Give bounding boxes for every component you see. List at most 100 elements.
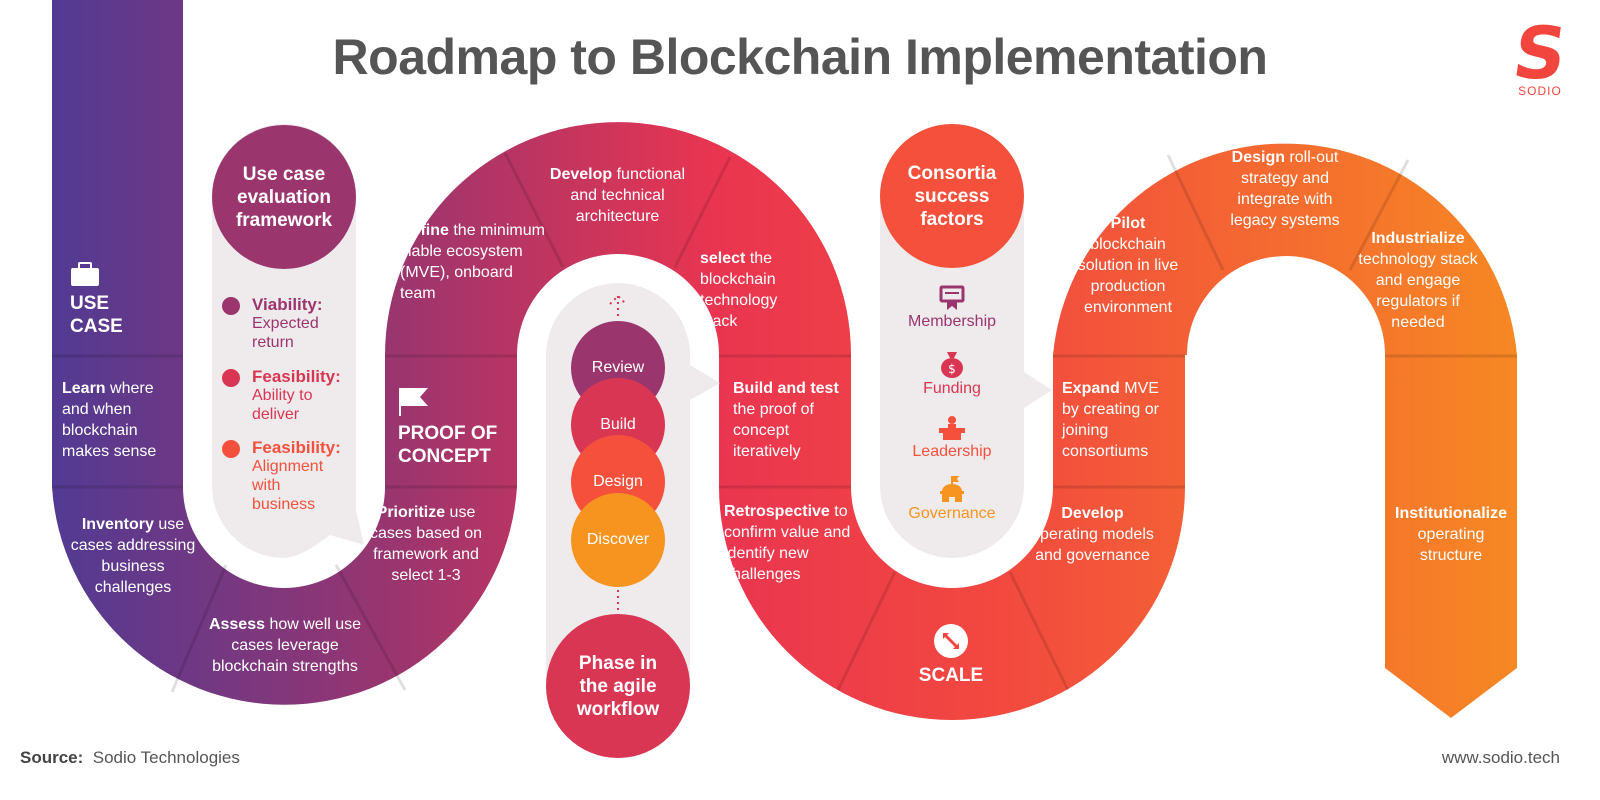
criterion-label: Feasibility:	[252, 367, 341, 386]
step-expand: Expand MVE by creating or joining consor…	[1062, 378, 1180, 462]
step-develop-architecture: Develop functional and technical archite…	[540, 164, 695, 227]
step-verb: Pilot	[1110, 215, 1146, 232]
step-text: operating structure	[1417, 526, 1485, 564]
step-text: technology stack and engage regulators i…	[1358, 251, 1478, 331]
step-verb: select	[700, 250, 746, 267]
factor-label: Membership	[907, 313, 997, 330]
flag-icon	[399, 388, 428, 416]
logo-letter: S	[1508, 11, 1572, 95]
factor-governance: Governance	[882, 475, 1022, 523]
step-design-rollout: Design roll-out strategy and integrate w…	[1222, 147, 1348, 231]
briefcase-icon	[71, 262, 99, 286]
criterion-viability: Viability:Expected return	[222, 295, 347, 352]
factor-leadership: Leadership	[882, 415, 1022, 461]
step-text: MVE by creating or joining consortiums	[1062, 380, 1159, 460]
step-text: blockchain solution in live production e…	[1077, 236, 1179, 316]
step-retrospective: Retrospective to confirm value and ident…	[724, 501, 864, 585]
criterion-feasibility-alignment: Feasibility:Alignment with business	[222, 438, 347, 514]
sodio-logo: S SODIO	[1505, 11, 1575, 98]
money-bag-icon: $	[941, 352, 963, 378]
logo-name: SODIO	[1518, 84, 1562, 98]
stage-label: CONCEPT	[398, 446, 491, 467]
step-text: use cases based on framework and select …	[369, 504, 483, 584]
factor-label: Funding	[923, 380, 981, 397]
step-institutionalize: Institutionalize operating structure	[1388, 503, 1514, 566]
evaluation-heading-text: Use case evaluation framework	[235, 163, 333, 231]
agile-heading-text: Phase in the agile workflow	[576, 652, 660, 720]
factor-label: Governance	[908, 505, 996, 522]
page-title: Roadmap to Blockchain Implementation	[332, 29, 1268, 85]
step-verb: Design	[1231, 149, 1285, 166]
step-learn: Learn where and when blockchain makes se…	[62, 378, 177, 462]
factor-funding: $ Funding	[882, 350, 1022, 398]
step-text: operating models and governance	[1031, 526, 1154, 564]
stage-label: CASE	[70, 316, 123, 337]
criterion-desc: Ability to deliver	[252, 387, 313, 423]
step-text: the blockchain technology stack	[700, 250, 778, 330]
step-prioritize: Prioritize use cases based on framework …	[366, 502, 486, 586]
factor-membership: Membership	[882, 285, 1022, 331]
criterion-feasibility-ability: Feasibility:Ability to deliver	[222, 367, 347, 424]
step-build-test: Build and test the proof of concept iter…	[733, 378, 848, 462]
step-assess: Assess how well use cases leverage block…	[200, 614, 370, 677]
step-verb: Expand	[1062, 380, 1120, 397]
step-industrialize: Industrialize technology stack and engag…	[1358, 228, 1478, 333]
stage-use-case: USE CASE	[70, 262, 123, 338]
svg-text:$: $	[948, 362, 956, 376]
criterion-dot	[222, 440, 240, 458]
stage-label: SCALE	[918, 665, 984, 686]
road-industrialize	[1053, 143, 1517, 355]
capitol-building-icon	[940, 476, 964, 502]
step-select: select the blockchain technology stack	[700, 248, 815, 332]
agile-up-arrow-icon	[609, 294, 627, 318]
criterion-desc: Alignment with business	[252, 458, 324, 513]
expand-arrows-icon	[934, 624, 968, 658]
step-verb: Inventory	[81, 516, 154, 533]
agile-heading: Phase in the agile workflow	[546, 614, 690, 758]
step-text: where and when blockchain makes sense	[62, 380, 157, 460]
step-text: roll-out strategy and integrate with leg…	[1230, 149, 1340, 229]
step-verb: Assess	[208, 616, 265, 633]
step-text: how well use cases leverage blockchain s…	[212, 616, 362, 675]
step-verb: Industrialize	[1371, 230, 1465, 247]
step-text: to confirm value and identify new challe…	[724, 503, 851, 583]
step-verb: Develop	[1061, 505, 1124, 522]
website-link[interactable]: www.sodio.tech	[1441, 748, 1560, 767]
road-scale	[719, 355, 1185, 720]
step-verb: Define	[400, 222, 449, 239]
factor-label: Leadership	[912, 443, 992, 460]
stage-scale: SCALE	[918, 624, 984, 687]
source-note: Source: Sodio Technologies	[20, 748, 240, 768]
segment-dividers	[52, 152, 1517, 693]
step-verb: Develop	[549, 166, 613, 183]
step-verb: Prioritize	[376, 504, 446, 521]
step-verb: Retrospective	[724, 503, 830, 520]
evaluation-heading: Use case evaluation framework	[212, 125, 356, 269]
road-institutionalize-arrow	[1385, 355, 1517, 718]
criterion-dot	[222, 369, 240, 387]
step-text: the proof of concept iteratively	[733, 401, 814, 460]
step-verb: Learn	[62, 380, 106, 397]
criterion-desc: Expected return	[252, 315, 319, 351]
step-text: use cases addressing business challenges	[70, 516, 196, 596]
step-develop-operating: Develop operating models and governance	[1030, 503, 1155, 566]
step-define: Define the minimum viable ecosystem (MVE…	[400, 220, 552, 304]
step-verb: Institutionalize	[1395, 505, 1507, 522]
stage-label: USE	[70, 293, 110, 314]
step-inventory: Inventory use cases addressing business …	[68, 514, 198, 598]
step-text: the minimum viable ecosystem (MVE), onbo…	[400, 222, 545, 302]
road-use-case	[52, 0, 517, 705]
source-label: Source:	[20, 748, 84, 767]
road-proof-of-concept	[385, 122, 851, 487]
step-verb: Build and test	[733, 380, 839, 397]
consortia-heading: Consortia success factors	[880, 124, 1024, 268]
step-text: functional and technical architecture	[570, 166, 686, 225]
criterion-label: Viability:	[252, 295, 323, 314]
step-pilot: Pilot blockchain solution in live produc…	[1072, 213, 1184, 318]
consortia-heading-text: Consortia success factors	[907, 162, 997, 230]
agile-phase-discover: Discover	[571, 493, 665, 587]
criterion-label: Feasibility:	[252, 438, 341, 457]
certificate-icon	[939, 285, 965, 310]
stage-label: PROOF OF	[398, 423, 498, 444]
criterion-dot	[222, 297, 240, 315]
